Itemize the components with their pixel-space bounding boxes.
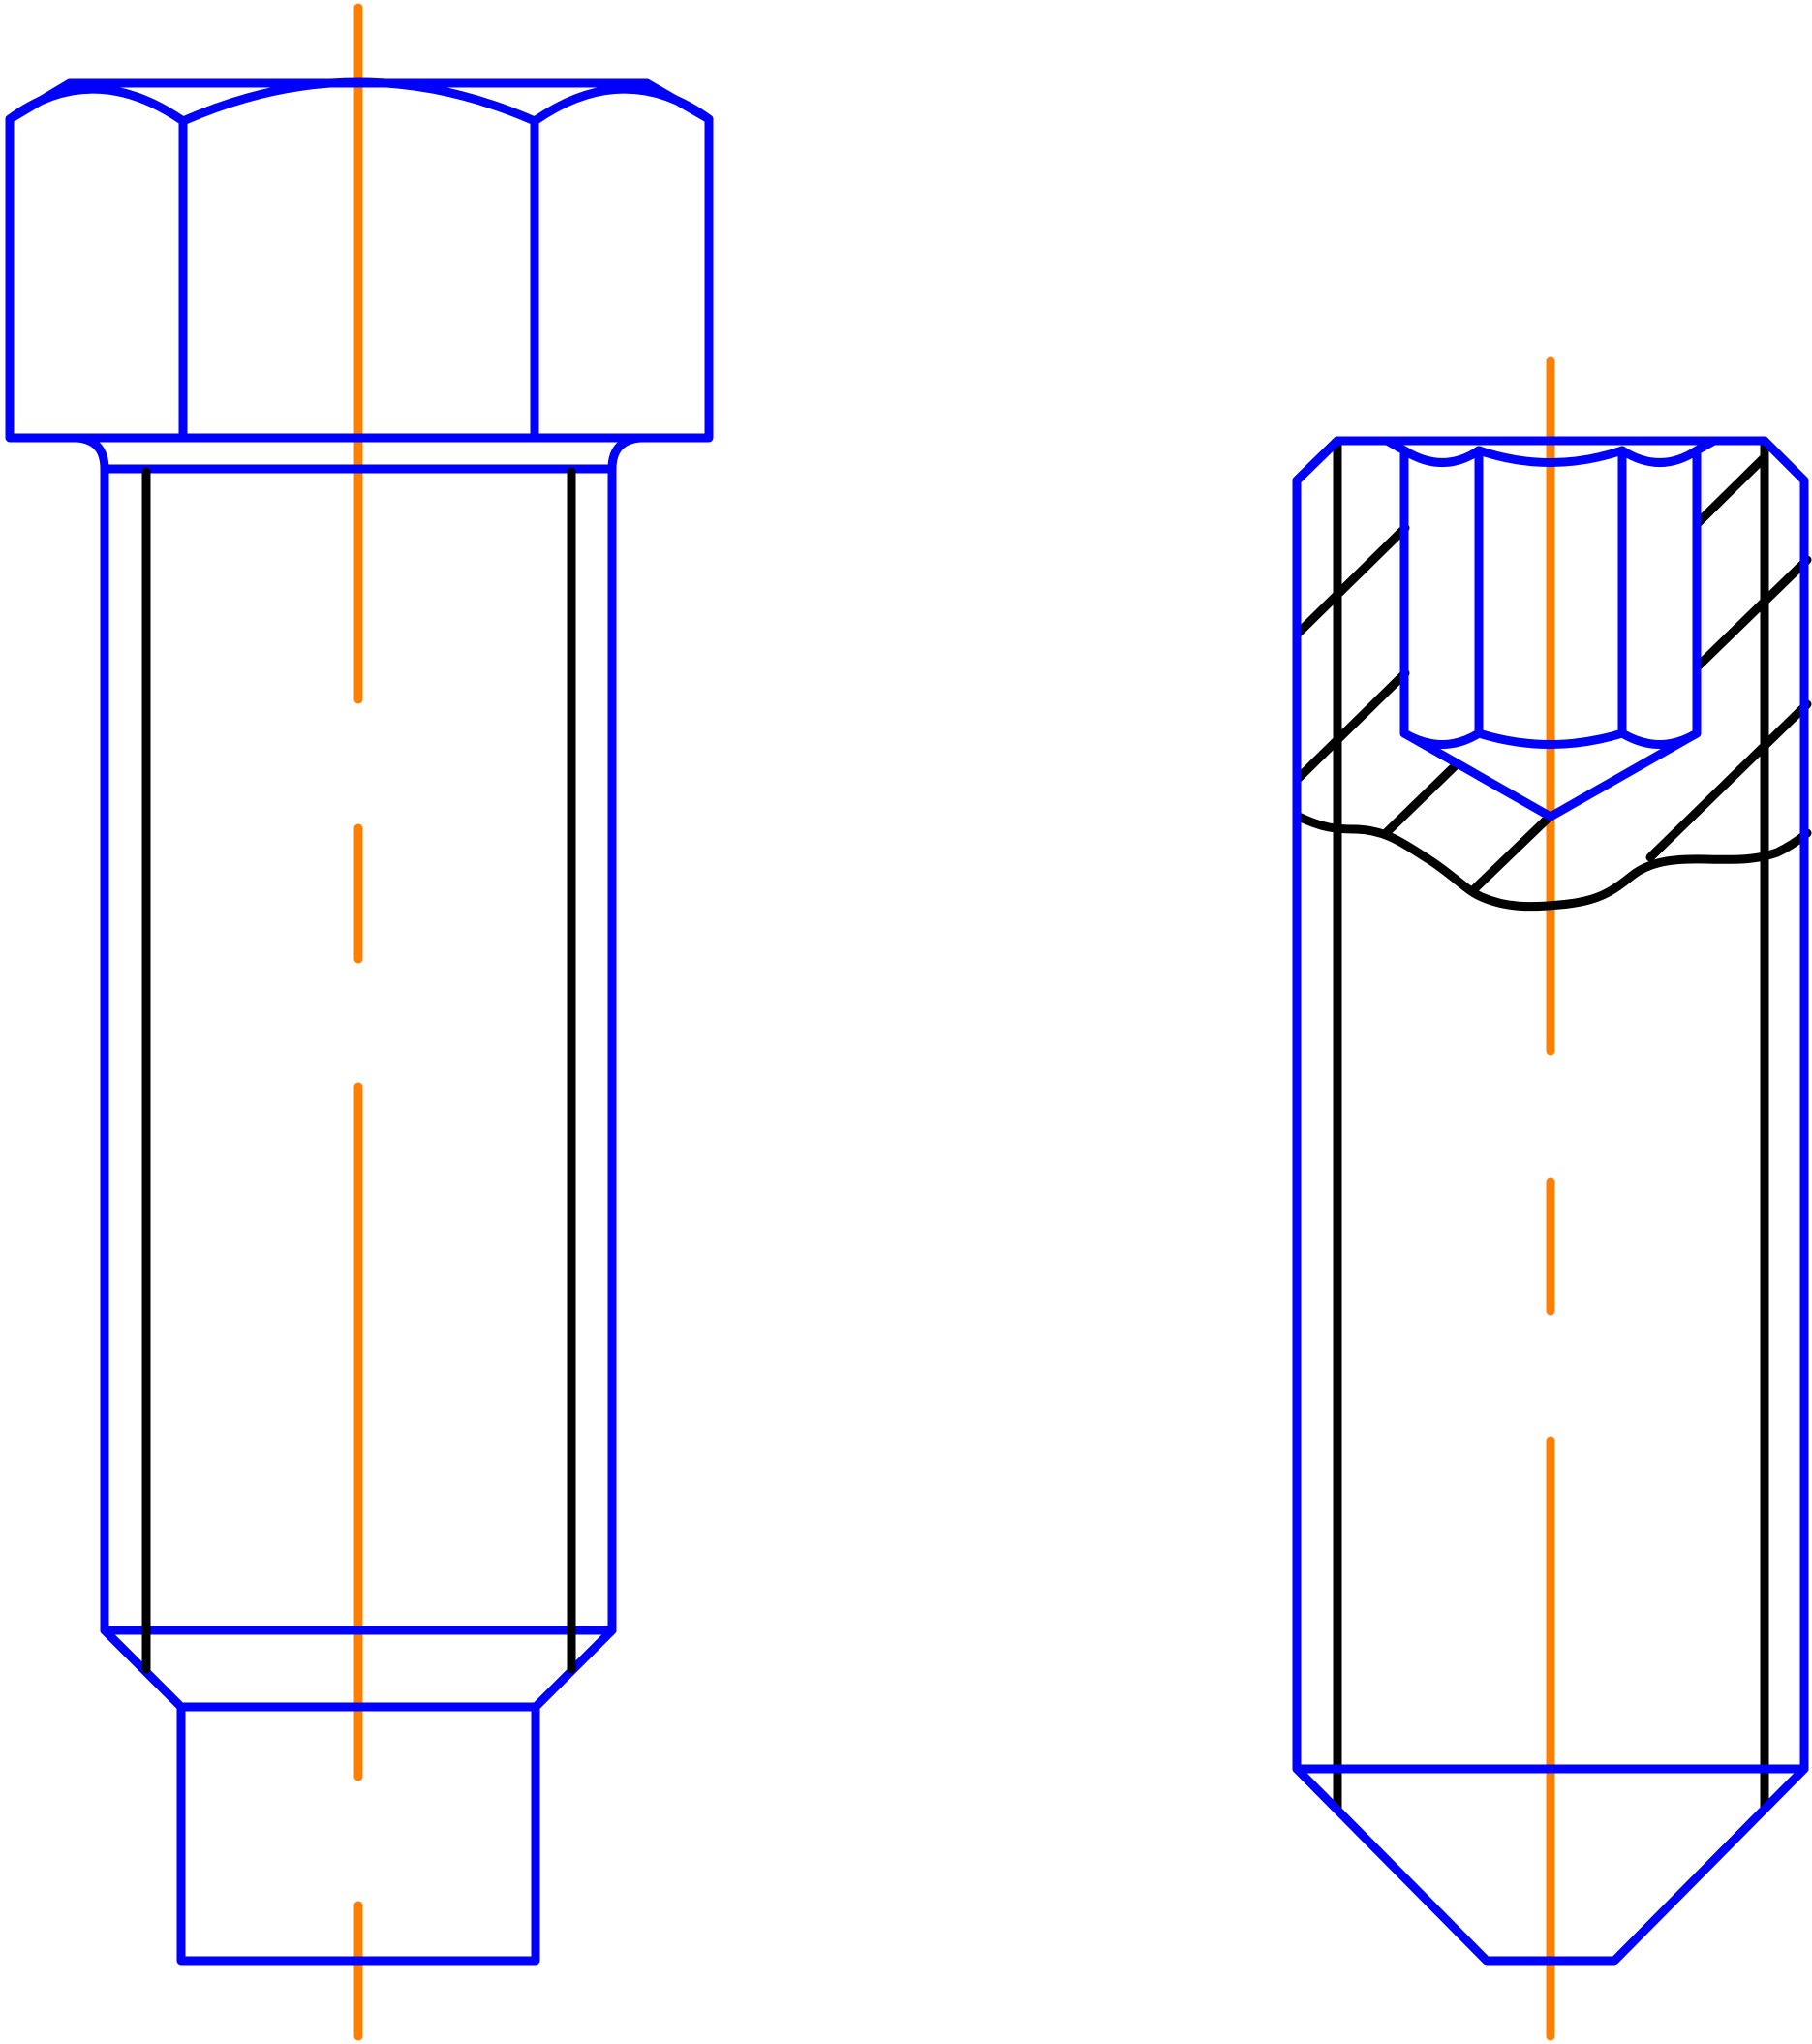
bolt-dog-point <box>176 1702 540 1966</box>
hex-head-bolt <box>5 3 714 2041</box>
socket-set-screw <box>1292 356 1812 2041</box>
bolt-thread-lines <box>141 467 576 1674</box>
screw-hex-socket <box>1382 436 1719 821</box>
screw-body-outline <box>1292 436 1809 1966</box>
bolt-hex-head <box>5 77 714 443</box>
screw-thread-and-hatching <box>1292 436 1812 1812</box>
